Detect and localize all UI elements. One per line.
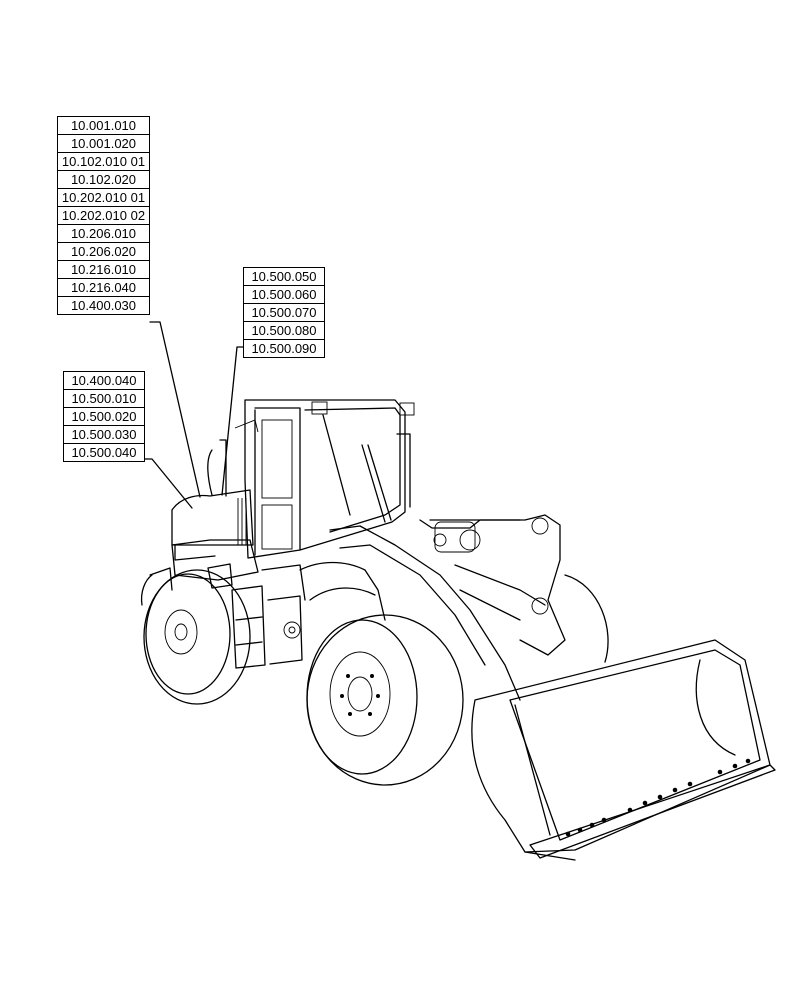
- callout-reference[interactable]: 10.500.050: [243, 267, 325, 286]
- operator-cab: [234, 399, 415, 559]
- leader-line-group-c: [144, 458, 193, 509]
- leader-line-group-b: [221, 346, 244, 496]
- callout-reference[interactable]: 10.500.090: [243, 339, 325, 358]
- callout-reference[interactable]: 10.202.010 02: [57, 206, 150, 225]
- callout-reference[interactable]: 10.500.020: [63, 407, 145, 426]
- callout-reference[interactable]: 10.500.010: [63, 389, 145, 408]
- front-wheel: [306, 614, 464, 786]
- callout-reference[interactable]: 10.202.010 01: [57, 188, 150, 207]
- loader-bucket: [471, 639, 776, 861]
- callout-reference[interactable]: 10.001.020: [57, 134, 150, 153]
- front-frame: [299, 525, 521, 701]
- callout-reference[interactable]: 10.102.020: [57, 170, 150, 189]
- callout-reference[interactable]: 10.400.040: [63, 371, 145, 390]
- leader-lines: [144, 321, 244, 509]
- access-steps: [231, 564, 306, 669]
- callout-reference[interactable]: 10.500.040: [63, 443, 145, 462]
- callout-reference[interactable]: 10.500.070: [243, 303, 325, 322]
- callout-reference[interactable]: 10.102.010 01: [57, 152, 150, 171]
- callout-reference[interactable]: 10.500.060: [243, 285, 325, 304]
- leader-line-group-a: [149, 321, 201, 498]
- callout-reference[interactable]: 10.500.080: [243, 321, 325, 340]
- callout-reference[interactable]: 10.001.010: [57, 116, 150, 135]
- callout-reference[interactable]: 10.216.040: [57, 278, 150, 297]
- callout-reference[interactable]: 10.216.010: [57, 260, 150, 279]
- lift-arm: [419, 514, 566, 656]
- rear-wheel: [140, 569, 251, 705]
- callout-reference[interactable]: 10.500.030: [63, 425, 145, 444]
- callout-reference[interactable]: 10.400.030: [57, 296, 150, 315]
- bucket-bolts: [565, 758, 751, 837]
- callout-reference[interactable]: 10.206.020: [57, 242, 150, 261]
- far-front-wheel: [564, 574, 609, 663]
- callout-reference[interactable]: 10.206.010: [57, 224, 150, 243]
- rear-body: [149, 439, 259, 591]
